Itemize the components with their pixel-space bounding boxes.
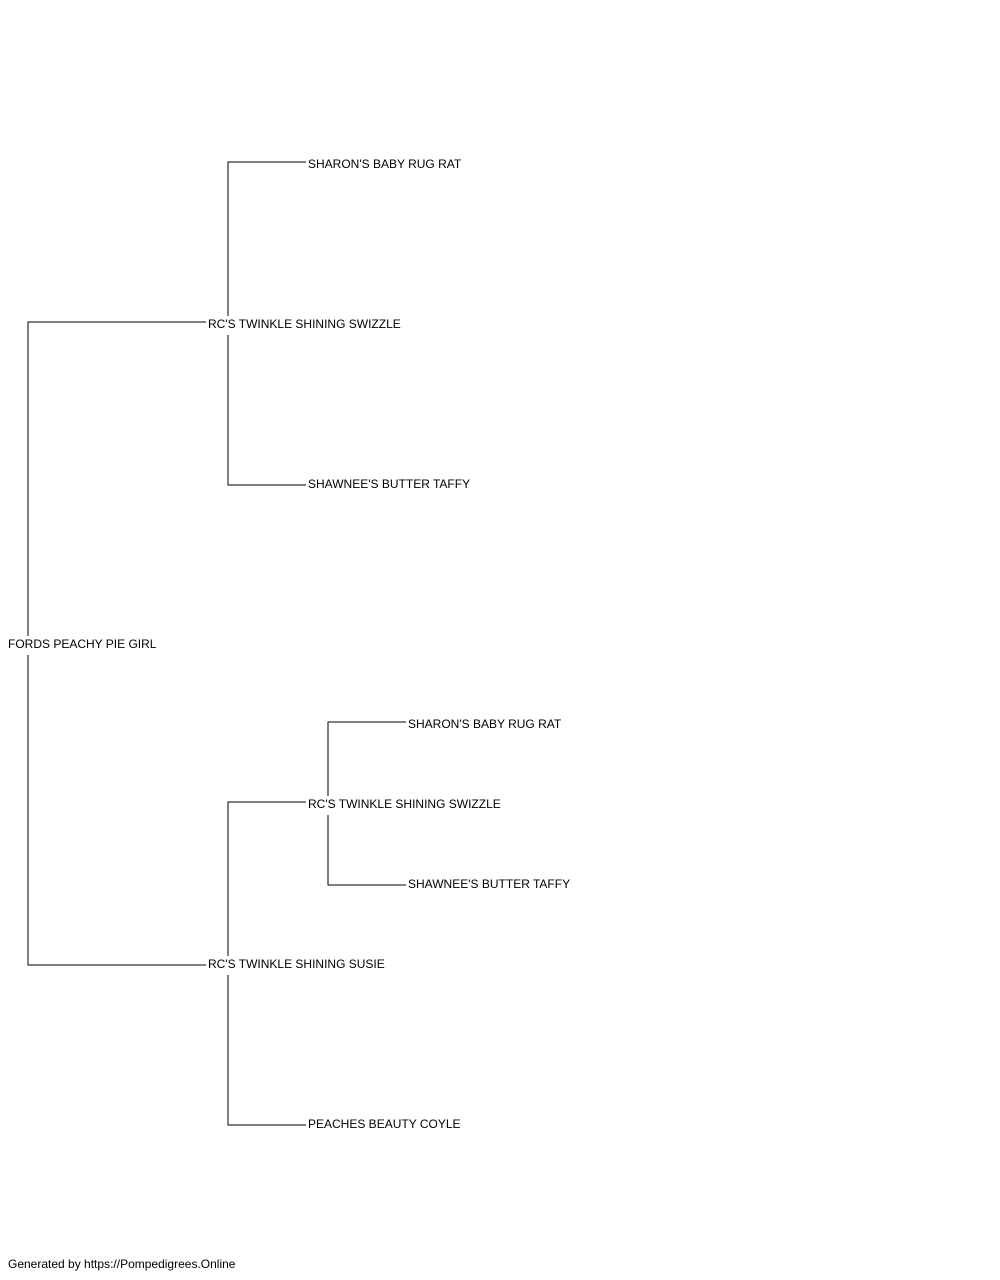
connector-dam-sire-sire [327,721,406,796]
dam-sire-name: RC'S TWINKLE SHINING SWIZZLE [308,797,501,811]
sire-dam-name: SHAWNEE'S BUTTER TAFFY [308,477,471,491]
connector-dam-sire [227,801,306,956]
dam-name: RC'S TWINKLE SHINING SUSIE [208,957,385,971]
sire-sire-name: SHARON'S BABY RUG RAT [308,157,462,171]
connector-subject-dam [27,655,206,966]
connector-dam-sire-dam [327,815,406,886]
connector-subject-sire [27,321,206,636]
connector-sire-sire [227,161,306,316]
connector-dam-dam [227,975,306,1126]
sire-name: RC'S TWINKLE SHINING SWIZZLE [208,317,401,331]
generated-by-footer: Generated by https://Pompedigrees.Online [8,1257,236,1271]
dam-dam-name: PEACHES BEAUTY COYLE [308,1117,461,1131]
dam-sire-sire-name: SHARON'S BABY RUG RAT [408,717,562,731]
connector-sire-dam [227,335,306,486]
dam-sire-dam-name: SHAWNEE'S BUTTER TAFFY [408,877,571,891]
subject-name: FORDS PEACHY PIE GIRL [8,637,157,651]
